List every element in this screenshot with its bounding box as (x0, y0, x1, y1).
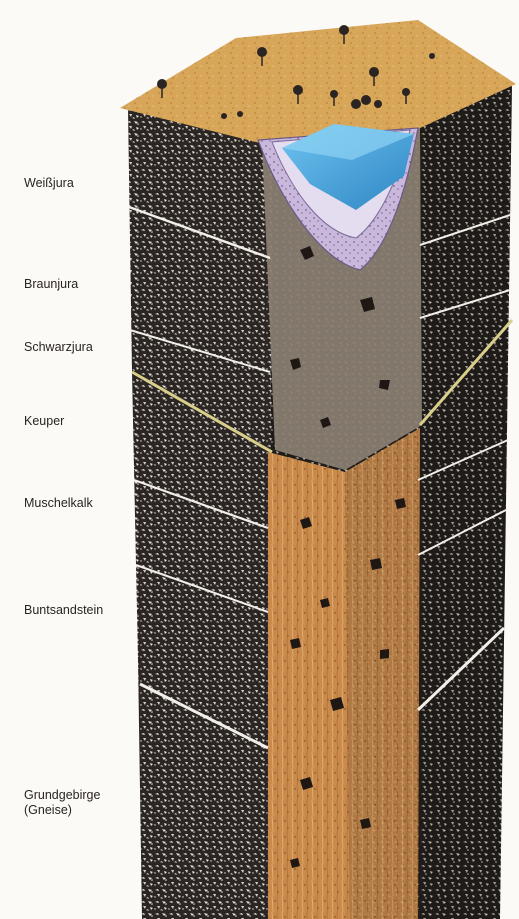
label-braunjura: Braunjura (24, 277, 78, 292)
label-buntsandstein: Buntsandstein (24, 603, 103, 618)
label-schwarzjura: Schwarzjura (24, 340, 93, 355)
label-weissjura: Weißjura (24, 176, 74, 191)
label-keuper: Keuper (24, 414, 64, 429)
label-muschelkalk: Muschelkalk (24, 496, 93, 511)
column-left-face (122, 108, 272, 919)
cutaway-lower-section-right (345, 428, 420, 919)
label-grundgebirge: Grundgebirge (Gneise) (24, 788, 100, 818)
